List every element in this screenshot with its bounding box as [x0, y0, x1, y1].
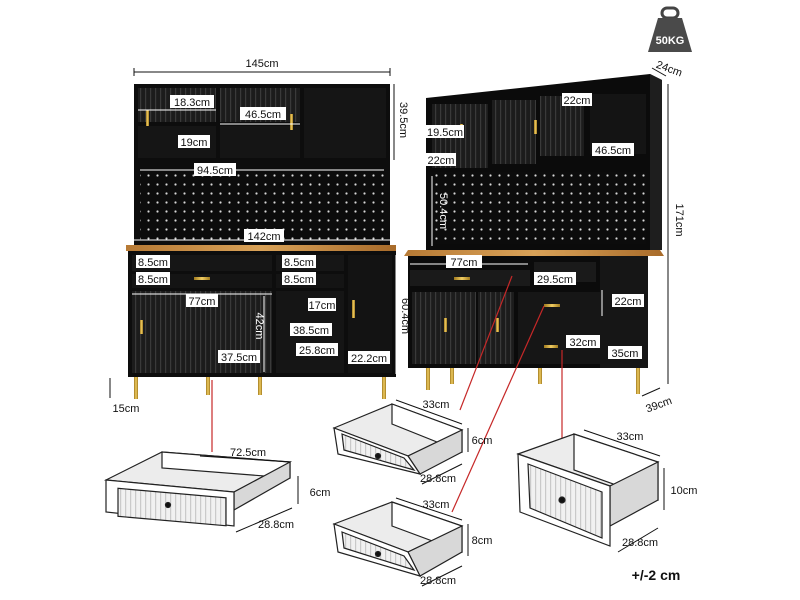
- front-drawer-h4: 8.5cm: [284, 274, 314, 286]
- side-right-shelf: 46.5cm: [595, 145, 631, 157]
- deep-drawer-height: 10cm: [671, 485, 698, 497]
- front-top-depth: 39.5cm: [397, 102, 409, 138]
- front-top-low-shelf: 19cm: [181, 137, 208, 149]
- large-drawer-depth: 28.8cm: [258, 519, 294, 531]
- front-counter-width: 142cm: [247, 231, 280, 243]
- side-base-depth: 39cm: [644, 395, 673, 415]
- front-leg-height: 15cm: [113, 403, 140, 415]
- side-drawer-width: 77cm: [451, 257, 478, 269]
- side-left-shelf: 19.5cm: [427, 127, 463, 139]
- large-drawer-height: 6cm: [310, 487, 331, 499]
- tolerance-note: +/-2 cm: [632, 567, 681, 583]
- side-top-depth: 24cm: [654, 59, 683, 79]
- front-drawer-h1: 8.5cm: [138, 257, 168, 269]
- front-drawer-h2: 8.5cm: [138, 274, 168, 286]
- small-drawer-bottom-depth: 28.8cm: [420, 575, 456, 587]
- side-drawer-32: 32cm: [570, 337, 597, 349]
- front-cabinet-width: 77cm: [189, 296, 216, 308]
- small-drawer-top-height: 6cm: [472, 435, 493, 447]
- side-low: 35cm: [612, 348, 639, 360]
- small-drawer-bottom: [332, 501, 464, 577]
- small-drawer-top-width: 33cm: [423, 399, 450, 411]
- side-upper-shelf: 22cm: [564, 95, 591, 107]
- side-drawer-callout-b: [451, 305, 545, 513]
- front-lower-right: 25.8cm: [299, 345, 335, 357]
- large-drawer-dims: [199, 455, 299, 533]
- small-drawer-top: [332, 403, 464, 475]
- side-drawer-callout-a: [459, 275, 513, 411]
- small-drawer-bottom-dims: [395, 497, 469, 587]
- small-drawer-bottom-height: 8cm: [472, 535, 493, 547]
- side-total-height: 171cm: [673, 203, 685, 236]
- large-drawer: [103, 451, 293, 527]
- weight-label: 50KG: [656, 35, 685, 47]
- deep-drawer-dims: [583, 429, 665, 553]
- front-lower-left: 37.5cm: [221, 352, 257, 364]
- front-drawer-h3: 8.5cm: [284, 257, 314, 269]
- front-top-mid-shelf: 46.5cm: [245, 109, 281, 121]
- small-drawer-top-depth: 28.8cm: [420, 473, 456, 485]
- front-pegboard-width: 94.5cm: [197, 165, 233, 177]
- side-pegboard-height: 50.4cm: [437, 193, 449, 229]
- weight-icon: 50KG: [648, 6, 692, 52]
- deep-drawer-depth: 28.8cm: [622, 537, 658, 549]
- deep-drawer-width: 33cm: [617, 431, 644, 443]
- front-side-drawer: 17cm: [309, 300, 336, 312]
- front-cabinet-height: 42cm: [253, 313, 265, 340]
- front-right-door: 22.2cm: [351, 353, 387, 365]
- large-drawer-width: 72.5cm: [230, 447, 266, 459]
- side-small-drawer: 29.5cm: [537, 274, 573, 286]
- front-top-left-shelf: 18.3cm: [174, 97, 210, 109]
- small-drawer-bottom-width: 33cm: [423, 499, 450, 511]
- side-left-low: 22cm: [428, 155, 455, 167]
- small-drawer-top-dims: [395, 399, 469, 485]
- side-side-open: 22cm: [615, 296, 642, 308]
- deep-drawer: [516, 433, 660, 547]
- front-total-width: 145cm: [245, 58, 278, 70]
- front-lower-mid: 38.5cm: [293, 325, 329, 337]
